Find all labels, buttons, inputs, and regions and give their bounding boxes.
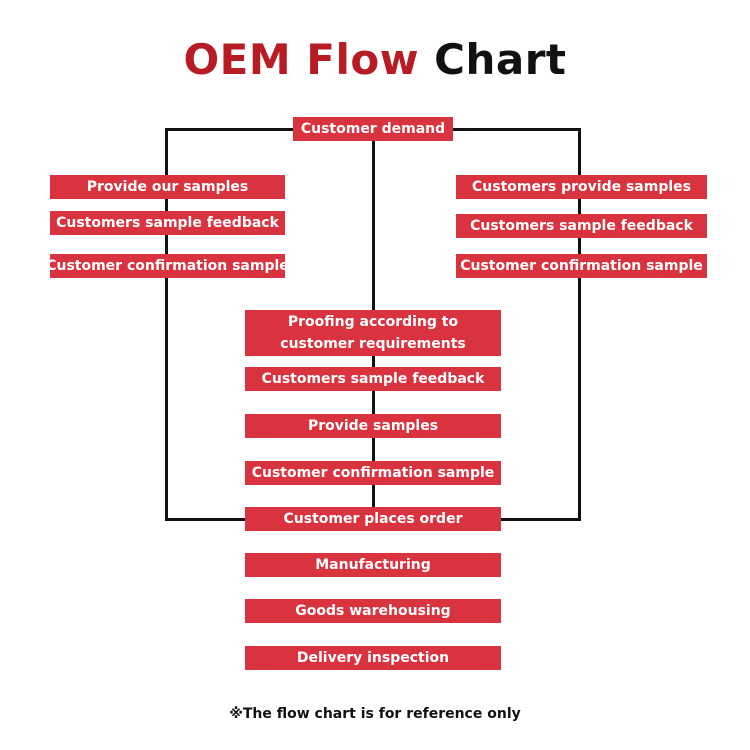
step-center-sample-feedback: Customers sample feedback [245, 367, 501, 391]
step-manufacturing: Manufacturing [245, 553, 501, 577]
step-left-confirmation-sample: Customer confirmation sample [46, 254, 289, 278]
page-title: OEM Flow Chart [0, 30, 750, 90]
step-customer-demand: Customer demand [293, 117, 453, 141]
step-center-provide-samples: Provide samples [245, 414, 501, 438]
step-left-sample-feedback: Customers sample feedback [50, 211, 285, 235]
step-right-customers-provide-samples: Customers provide samples [456, 175, 707, 199]
step-left-provide-our-samples: Provide our samples [50, 175, 285, 199]
connector-right-vertical [578, 128, 581, 521]
step-right-confirmation-sample: Customer confirmation sample [456, 254, 707, 278]
step-center-confirmation-sample: Customer confirmation sample [245, 461, 501, 485]
step-center-proofing: Proofing according to customer requireme… [245, 310, 501, 356]
footnote: ※The flow chart is for reference only [229, 706, 521, 722]
step-right-sample-feedback: Customers sample feedback [456, 214, 707, 238]
title-part-black: Chart [434, 35, 567, 84]
step-delivery-inspection: Delivery inspection [245, 646, 501, 670]
connector-left-vertical [165, 128, 168, 521]
title-part-red: OEM Flow [183, 35, 420, 84]
step-goods-warehousing: Goods warehousing [245, 599, 501, 623]
step-customer-places-order: Customer places order [245, 507, 501, 531]
